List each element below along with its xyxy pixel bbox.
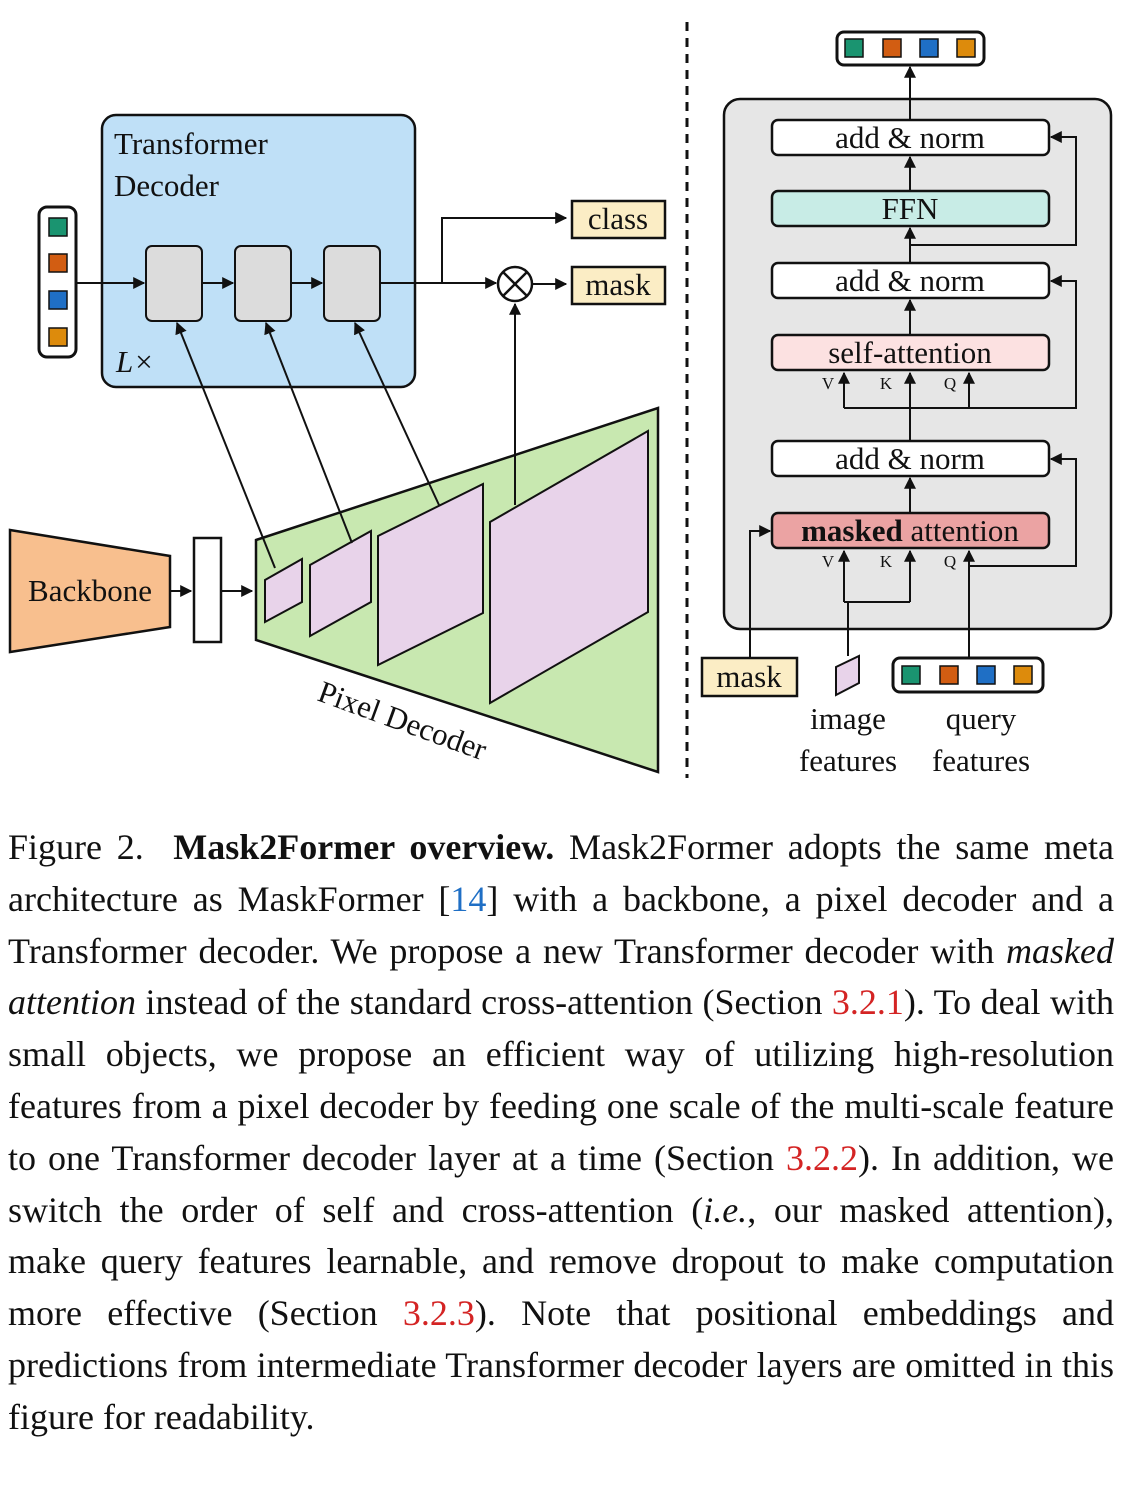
caption-seg7: ). Note that posi­tional embeddings and … <box>8 1293 1114 1437</box>
caption-italic-ie: i.e. <box>703 1189 748 1230</box>
citation-link[interactable]: 14 <box>450 878 487 919</box>
add-norm-top-label: add & norm <box>835 120 985 155</box>
arrow-mask-to-masked-attn <box>749 525 772 660</box>
class-output-label: class <box>588 201 648 236</box>
masked-attention-block <box>770 511 1051 550</box>
transformer-decoder-title-line1: Transformer <box>114 126 269 161</box>
masked-attention-label: masked attention <box>801 513 1019 548</box>
transformer-decoder-title-line2: Decoder <box>114 168 220 203</box>
figure-caption: Figure 2. Mask2Former overview. Mask2For… <box>8 822 1114 1444</box>
decoder-block-3 <box>323 245 381 322</box>
backbone-shape <box>8 528 172 654</box>
query-token-2 <box>48 253 68 273</box>
backbone-feature-box <box>192 536 223 644</box>
ffn-block <box>770 189 1051 228</box>
query-features-line1: query <box>946 701 1017 736</box>
add-norm-bottom-label: add & norm <box>835 441 985 476</box>
output-token-2 <box>882 38 902 58</box>
masked-attention-bold: masked <box>801 513 903 548</box>
query-tokens-output <box>835 30 986 67</box>
input-token-1 <box>901 665 921 685</box>
self-attention-label: self-attention <box>828 335 992 370</box>
feature-map-3 <box>377 482 484 667</box>
query-token-1 <box>48 217 68 237</box>
self-attn-k: K <box>880 374 893 393</box>
output-token-1 <box>844 38 864 58</box>
residual-to-addnorm-top <box>910 131 1077 246</box>
query-tokens-input <box>891 656 1045 694</box>
decoder-block-1 <box>145 245 203 322</box>
mask-input-box <box>700 656 799 698</box>
caption-seg1: Mask2Former adopts the same meta archite… <box>8 827 1114 919</box>
ffn-label: FFN <box>882 191 939 226</box>
section-ref-3-2-2[interactable]: 3.2.2 <box>785 1137 858 1178</box>
caption-seg4: ). To deal with small objects, we pro­po… <box>8 982 1115 1178</box>
mask2former-figure: Transformer Decoder L× class mask Backbo… <box>8 22 1113 778</box>
query-token-3 <box>48 290 68 310</box>
self-attn-v: V <box>822 374 835 393</box>
feature-map-4 <box>489 429 649 705</box>
mask-output-label: mask <box>585 267 651 302</box>
caption-title: Mask2Former overview. <box>173 827 555 867</box>
mask-input-label: mask <box>716 659 782 694</box>
input-token-4 <box>1013 665 1033 685</box>
query-features-line2: features <box>932 743 1030 778</box>
caption-figure-label: Figure 2. <box>8 827 144 867</box>
arrow-feat2-to-block2 <box>264 321 353 544</box>
masked-attn-q: Q <box>944 552 956 571</box>
masked-attention-rest: attention <box>903 513 1020 548</box>
feature-map-1 <box>264 557 303 624</box>
backbone-label: Backbone <box>28 573 152 608</box>
image-features-icon <box>835 654 860 697</box>
caption-italic-masked-attention: masked attention <box>8 930 1114 1023</box>
section-ref-3-2-1[interactable]: 3.2.1 <box>831 982 904 1023</box>
add-norm-bottom <box>770 439 1051 478</box>
class-output-box <box>570 199 667 240</box>
output-token-3 <box>919 38 939 58</box>
section-ref-3-2-3[interactable]: 3.2.3 <box>402 1293 475 1334</box>
caption-seg2: ] with a backbone, a pixel decoder and a… <box>8 878 1115 971</box>
output-token-4 <box>956 38 976 58</box>
decoder-block-2 <box>234 245 292 322</box>
add-norm-top <box>770 118 1051 157</box>
add-norm-mid <box>770 261 1051 300</box>
self-attention-block <box>770 333 1051 372</box>
caption-seg6: , our masked attention), make query feat… <box>8 1189 1114 1334</box>
caption-seg3: instead of the standard cross-attention … <box>136 982 832 1023</box>
input-token-3 <box>976 665 996 685</box>
masked-attn-k: K <box>880 552 893 571</box>
caption-seg5: ). In addition, we switch the order of s… <box>8 1137 1114 1230</box>
arrow-feat3-to-block3 <box>354 321 440 506</box>
arrow-to-class <box>441 212 568 283</box>
query-token-4 <box>48 327 68 347</box>
residual-q-to-addnorm-bottom <box>969 453 1077 567</box>
repeat-label: L× <box>115 344 154 379</box>
image-features-line2: features <box>799 743 897 778</box>
multiply-icon-stroke2 <box>502 271 528 297</box>
image-features-line1: image <box>810 701 886 736</box>
arrow-feat1-to-block1 <box>175 321 276 569</box>
residual-to-addnorm-mid <box>910 275 1077 409</box>
masked-attn-v: V <box>822 552 835 571</box>
add-norm-mid-label: add & norm <box>835 263 985 298</box>
self-attn-q: Q <box>944 374 956 393</box>
mask-output-box <box>570 265 667 306</box>
input-token-2 <box>939 665 959 685</box>
